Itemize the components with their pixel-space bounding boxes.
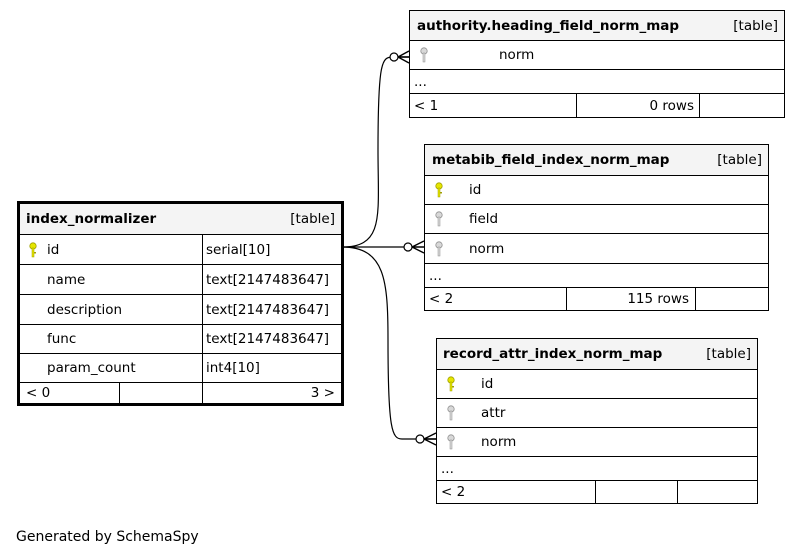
foreign-key-icon	[447, 405, 455, 421]
crowfoot-circle-metabib	[403, 242, 413, 252]
foreign-key-icon	[435, 240, 443, 256]
table-header: index_normalizer [table]	[20, 204, 341, 234]
table-name: record_attr_index_norm_map	[443, 346, 663, 362]
column-name: norm	[469, 240, 505, 257]
table-footer: < 2 115 rows	[425, 288, 768, 310]
table-header: record_attr_index_norm_map [table]	[437, 339, 757, 369]
table-header: authority.heading_field_norm_map [table]	[410, 11, 784, 40]
parents-count[interactable]: < 2	[441, 484, 466, 500]
crowfoot-authority	[397, 50, 410, 64]
primary-key-icon	[435, 182, 443, 198]
table-header: metabib_field_index_norm_map [table]	[425, 145, 768, 175]
table-record-attr-index-norm-map[interactable]: record_attr_index_norm_map [table] id at…	[436, 338, 758, 504]
table-footer: < 2	[437, 481, 757, 503]
table-footer: < 1 0 rows	[410, 94, 784, 117]
primary-key-icon	[447, 376, 455, 392]
row-count: 115 rows	[627, 291, 689, 307]
column-name: param_count	[47, 360, 136, 376]
foreign-key-icon	[447, 434, 455, 450]
primary-key-icon	[29, 241, 37, 257]
crowfoot-metabib	[411, 240, 425, 254]
more-columns-ellipsis: ...	[441, 460, 454, 477]
column-row[interactable]: param_count int4[10]	[20, 354, 341, 382]
foreign-key-icon	[420, 47, 428, 63]
column-name: id	[481, 376, 494, 392]
column-row[interactable]: norm	[410, 41, 784, 69]
table-name: authority.heading_field_norm_map	[417, 17, 680, 34]
column-name: description	[47, 301, 123, 318]
column-name: field	[469, 211, 499, 227]
column-name: name	[47, 271, 86, 288]
connector-record-attr	[341, 246, 436, 440]
foreign-key-icon	[435, 211, 443, 227]
table-type-tag: [table]	[717, 152, 762, 168]
column-row[interactable]: norm	[425, 234, 768, 263]
parents-count[interactable]: < 1	[414, 97, 439, 114]
column-row[interactable]: id serial[10]	[20, 235, 341, 264]
table-authority-heading-field-norm-map[interactable]: authority.heading_field_norm_map [table]…	[409, 10, 785, 118]
table-type-tag: [table]	[290, 211, 335, 227]
crowfoot-circle-record	[415, 434, 425, 444]
column-name: id	[47, 241, 60, 258]
column-row[interactable]: norm	[437, 428, 757, 456]
table-name: metabib_field_index_norm_map	[432, 152, 670, 168]
column-row[interactable]: field	[425, 205, 768, 233]
table-type-tag: [table]	[706, 346, 751, 362]
crowfoot-circle-authority	[389, 52, 399, 62]
column-row[interactable]: attr	[437, 399, 757, 427]
row-count: 0 rows	[649, 97, 694, 114]
ellipsis-row: ...	[425, 264, 768, 287]
column-name: norm	[499, 47, 535, 63]
ellipsis-row: ...	[410, 70, 784, 93]
column-name: id	[469, 182, 482, 198]
table-footer: < 0 3 >	[20, 383, 341, 403]
column-type: int4[10]	[206, 360, 260, 376]
column-row[interactable]: description text[2147483647]	[20, 295, 341, 324]
parents-count[interactable]: < 0	[26, 385, 51, 401]
column-name: func	[47, 331, 77, 347]
column-row[interactable]: id	[437, 370, 757, 398]
more-columns-ellipsis: ...	[429, 267, 442, 284]
column-row[interactable]: name text[2147483647]	[20, 265, 341, 294]
ellipsis-row: ...	[437, 457, 757, 480]
column-type: serial[10]	[206, 241, 271, 258]
table-name: index_normalizer	[26, 211, 157, 227]
parents-count[interactable]: < 2	[429, 291, 454, 307]
more-columns-ellipsis: ...	[414, 73, 427, 90]
table-index-normalizer[interactable]: index_normalizer [table] id serial[10] n…	[17, 201, 344, 406]
column-row[interactable]: func text[2147483647]	[20, 325, 341, 353]
table-type-tag: [table]	[733, 17, 778, 34]
table-metabib-field-index-norm-map[interactable]: metabib_field_index_norm_map [table] id …	[424, 144, 769, 311]
connector-authority-heading	[341, 56, 409, 248]
column-name: norm	[481, 434, 517, 450]
children-count[interactable]: 3 >	[310, 385, 335, 401]
column-row[interactable]: id	[425, 176, 768, 204]
generated-by-label: Generated by SchemaSpy	[16, 529, 199, 545]
column-type: text[2147483647]	[206, 301, 330, 318]
column-name: attr	[481, 405, 506, 421]
column-type: text[2147483647]	[206, 331, 330, 347]
crowfoot-record	[423, 432, 437, 446]
column-type: text[2147483647]	[206, 271, 330, 288]
